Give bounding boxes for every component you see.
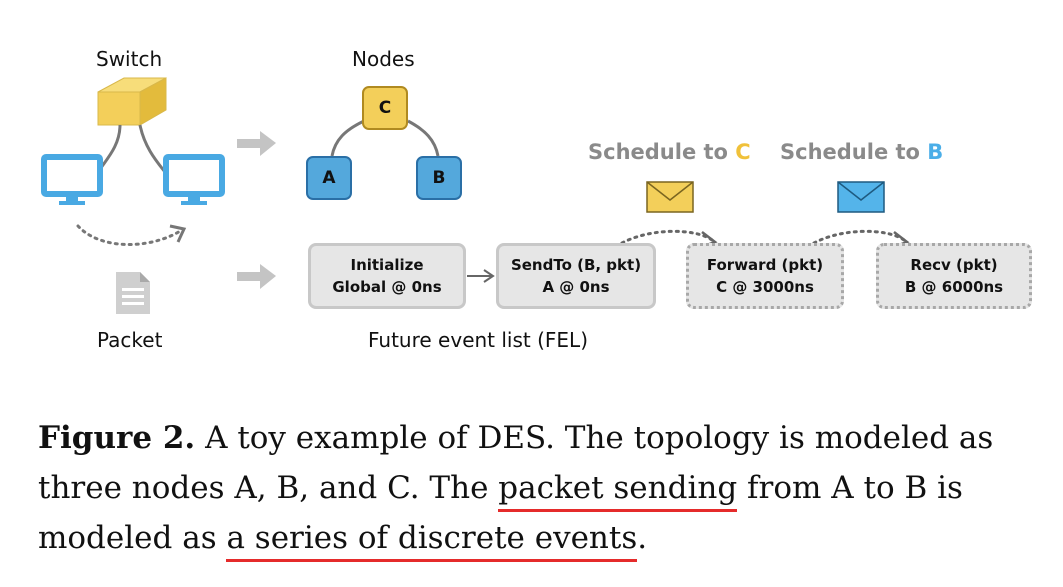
event-line2: B @ 6000ns (904, 278, 1004, 296)
packet-label: Packet (97, 328, 163, 352)
node-b: B (416, 156, 462, 200)
event-recv: Recv (pkt) B @ 6000ns (876, 243, 1032, 309)
event-line2: Global @ 0ns (332, 278, 442, 296)
event-sendto: SendTo (B, pkt) A @ 0ns (496, 243, 656, 309)
fel-label: Future event list (FEL) (368, 328, 588, 352)
arrow-events-icon (237, 264, 276, 289)
schedule-arrow-b (812, 229, 906, 245)
arrow-topology-icon (237, 131, 276, 156)
envelope-yellow-icon (646, 181, 694, 213)
event-line1: Forward (pkt) (706, 256, 824, 274)
node-a: A (306, 156, 352, 200)
schedule-to-b-label: Schedule to B (780, 140, 944, 164)
packet-document-icon (116, 272, 150, 314)
figure-number: Figure 2. (38, 420, 196, 456)
underline-packet-sending: packet sending (498, 470, 738, 512)
schedule-arrow-c (620, 229, 714, 245)
event-line1: Recv (pkt) (910, 256, 998, 274)
node-c: C (362, 86, 408, 130)
packet-flow-arrow (76, 224, 184, 246)
switch-label: Switch (96, 47, 163, 71)
event-forward: Forward (pkt) C @ 3000ns (686, 243, 844, 309)
switch-icon (97, 77, 167, 126)
nodes-label: Nodes (352, 47, 415, 71)
event-line2: A @ 0ns (542, 278, 610, 296)
monitor-right-icon (163, 154, 225, 205)
monitor-left-icon (41, 154, 103, 205)
figure-caption: Figure 2. A toy example of DES. The topo… (38, 413, 1048, 563)
schedule-target-b: B (927, 140, 944, 164)
edge-c-a (330, 119, 365, 157)
event-initialize: Initialize Global @ 0ns (308, 243, 466, 309)
diagram-graphics (41, 77, 910, 314)
event-line1: SendTo (B, pkt) (510, 256, 642, 274)
event-line1: Initialize (350, 256, 424, 274)
envelope-blue-icon (837, 181, 885, 213)
schedule-target-c: C (735, 140, 751, 164)
edge-c-b (407, 119, 440, 157)
schedule-to-c-label: Schedule to C (588, 140, 751, 164)
underline-discrete-events: a series of discrete events (226, 520, 638, 562)
event-line2: C @ 3000ns (716, 278, 814, 296)
